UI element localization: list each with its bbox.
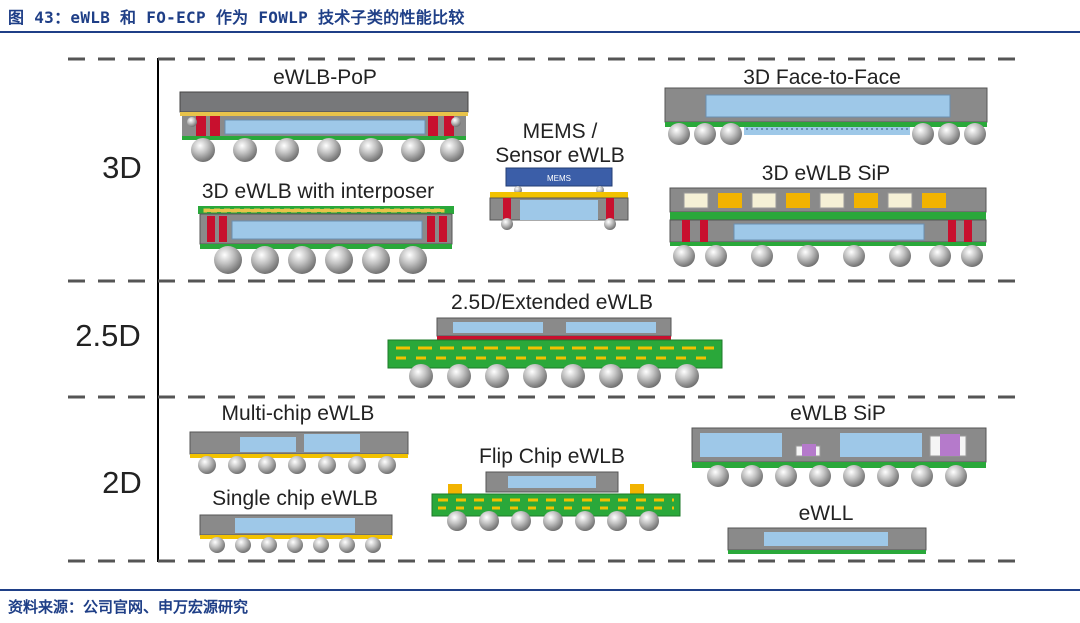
source-note: 资料来源：公司官网、申万宏源研究 xyxy=(8,598,249,616)
label-face-to-face: 3D Face-to-Face xyxy=(743,66,901,89)
flip-chip-package xyxy=(431,471,681,531)
level-label-3d: 3D xyxy=(102,150,142,185)
3d-ewlb-sip-package xyxy=(669,187,987,267)
source-divider xyxy=(0,589,1080,591)
label-ewlb-pop: eWLB-PoP xyxy=(273,66,377,89)
face-to-face-package xyxy=(664,87,988,145)
mems-chip-label: MEMS xyxy=(547,174,571,183)
label-ewlb-interposer: 3D eWLB with interposer xyxy=(202,180,434,203)
ewll-package xyxy=(727,527,927,554)
ewlb-interposer-package xyxy=(198,206,454,274)
label-extended-ewlb: 2.5D/Extended eWLB xyxy=(451,291,653,314)
label-mems-line2: Sensor eWLB xyxy=(495,144,625,167)
level-label-2.5d: 2.5D xyxy=(75,318,140,353)
label-3d-ewlb-sip: 3D eWLB SiP xyxy=(762,162,890,185)
title-divider xyxy=(0,31,1080,33)
figure-title: 图 43：eWLB 和 FO-ECP 作为 FOWLP 技术子类的性能比较 xyxy=(8,8,465,27)
label-ewlb-sip: eWLB SiP xyxy=(790,402,886,425)
label-flip-chip: Flip Chip eWLB xyxy=(479,445,625,468)
label-ewll: eWLL xyxy=(799,502,854,525)
multi-chip-package xyxy=(189,431,409,474)
label-single-chip: Single chip eWLB xyxy=(212,487,378,510)
level-label-2d: 2D xyxy=(102,465,142,500)
label-multi-chip: Multi-chip eWLB xyxy=(222,402,375,425)
mems-sensor-package: MEMS xyxy=(489,167,629,230)
ewlb-sip-package xyxy=(691,427,987,487)
extended-ewlb-package xyxy=(387,317,723,388)
ewlb-pop-package xyxy=(179,91,469,162)
single-chip-package xyxy=(199,514,393,553)
label-mems-line1: MEMS / xyxy=(523,120,598,143)
